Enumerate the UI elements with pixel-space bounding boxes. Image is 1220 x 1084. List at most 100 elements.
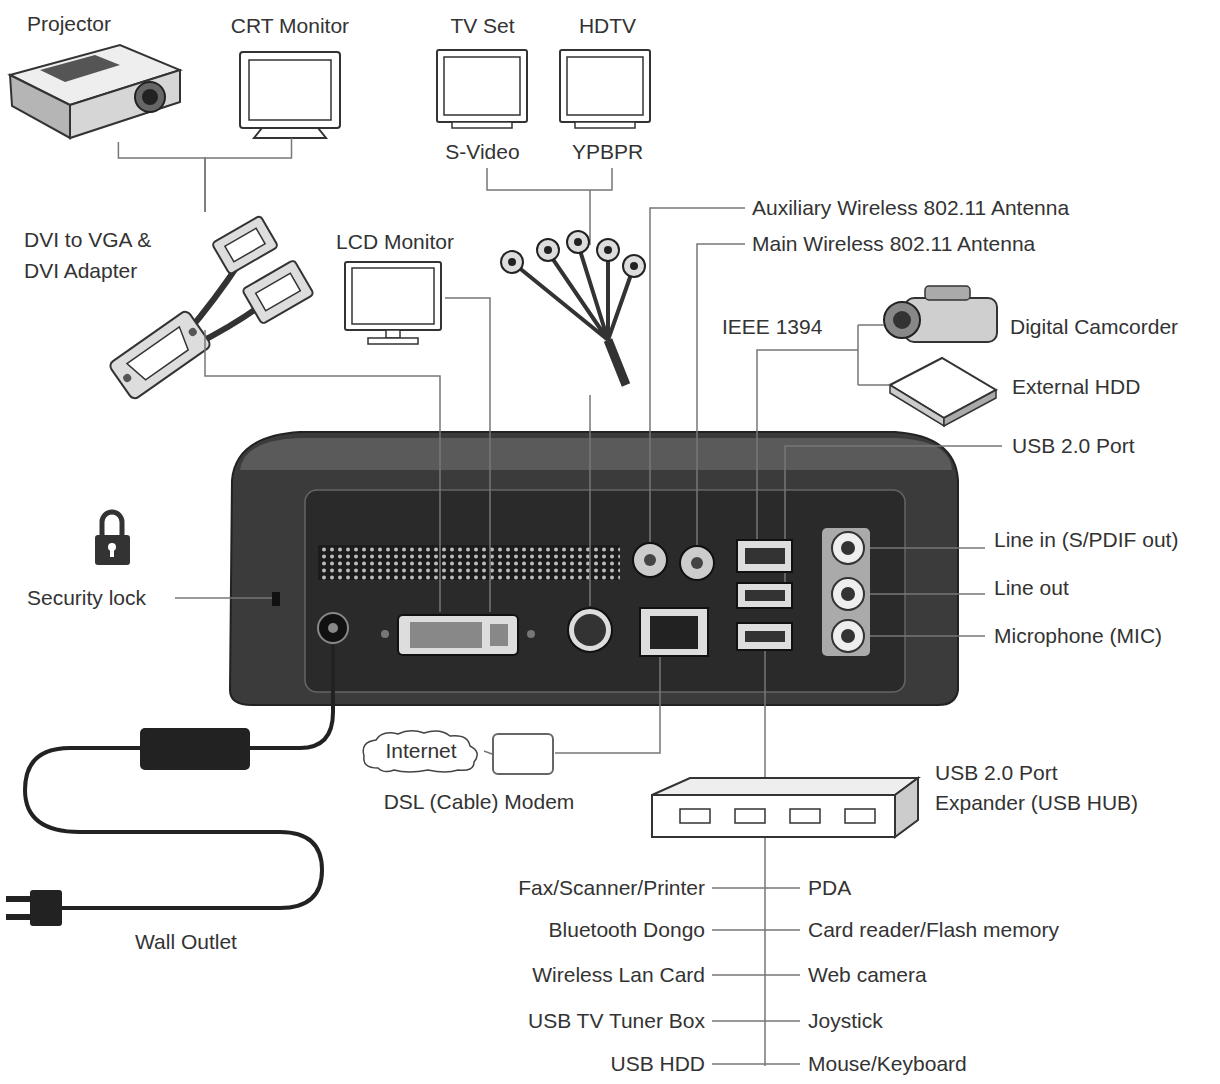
vent-grille (318, 545, 620, 580)
antenna-port (680, 546, 714, 580)
device-box: DSL (Cable) Modem (492, 733, 554, 775)
part-label: USB TV Tuner Box (405, 1009, 705, 1033)
node-label: YPBPR (555, 140, 660, 164)
vga-screw (187, 326, 198, 337)
vga-screw (122, 372, 133, 383)
cable-plug-pin (544, 246, 552, 254)
camcorder-lens (884, 302, 920, 338)
lcd-base (368, 338, 418, 344)
lock-shackle (102, 512, 122, 537)
hdd-edge (944, 390, 996, 426)
part-label: Security lock (27, 586, 177, 610)
tv-base (452, 122, 512, 128)
tv-frame (437, 50, 527, 122)
part-label: PDA (808, 876, 1108, 900)
audio-jack (832, 578, 864, 610)
lock-keyhole (110, 548, 114, 557)
audio-jack-hole (841, 629, 855, 643)
camcorder-handle (925, 286, 970, 300)
lcd-frame (345, 262, 441, 330)
hub-port (790, 809, 820, 823)
power-cable (25, 748, 322, 908)
power-adapter (140, 728, 250, 770)
crt-monitor-frame (240, 52, 340, 128)
dvi-pin-block (225, 228, 265, 262)
lcd-neck (386, 330, 400, 338)
lcd-screen (352, 268, 434, 324)
back-panel (305, 490, 905, 692)
ieee1394-port (737, 540, 792, 572)
node-label: HDTV (555, 14, 660, 38)
usb-port (737, 623, 792, 650)
hdd-edge (890, 385, 944, 426)
part-label: Bluetooth Dongo (405, 918, 705, 942)
leader-line (757, 325, 890, 540)
dvi-connector (212, 215, 278, 274)
hdtv-screen (567, 57, 643, 115)
projector-front (70, 70, 180, 138)
audio-jack (832, 532, 864, 564)
node-label: DVI to VGA & DVI Adapter (24, 224, 152, 286)
audio-jack (832, 620, 864, 652)
antenna-port (633, 543, 667, 577)
projector-side (10, 75, 70, 138)
node-label: Digital Camcorder (1010, 315, 1210, 339)
plug-prong (6, 914, 32, 920)
dvi-port (398, 615, 518, 655)
hub-port (845, 809, 875, 823)
cable-plug-pin (604, 246, 612, 254)
breakout-cable-trunk (608, 340, 626, 385)
leader-line (589, 395, 591, 606)
dvi-shell (212, 215, 278, 274)
part-label: Main Wireless 802.11 Antenna (752, 232, 1212, 256)
cable-plug (537, 239, 559, 261)
hdtv-frame (560, 50, 650, 122)
computer-lid (240, 438, 952, 470)
projector-lens-glass (142, 89, 158, 105)
connector-line (205, 138, 291, 212)
device-node: TV SetS-Video (430, 10, 535, 170)
part-label: USB HDD (405, 1052, 705, 1076)
crt-monitor-screen (249, 60, 331, 120)
antenna-port-pin (644, 554, 656, 566)
hub-port (735, 809, 765, 823)
vent-grille-holes (318, 545, 620, 580)
part-label: USB 2.0 Port (1012, 434, 1212, 458)
device-node: External HDD (885, 355, 1185, 430)
hdd-top (890, 358, 996, 418)
power-plug (30, 890, 62, 926)
usb-port-socket (745, 590, 785, 601)
ethernet-port-socket (650, 616, 698, 649)
part-label: IEEE 1394 (722, 315, 852, 339)
node-label: External HDD (1012, 375, 1182, 399)
audio-jack-hole (841, 541, 855, 555)
part-label: Line in (S/PDIF out) (994, 528, 1218, 552)
leader-line (555, 655, 660, 753)
vga-shell (108, 309, 212, 400)
node-label: USB 2.0 Port Expander (USB HUB) (935, 758, 1145, 818)
dvi-port-pins (490, 624, 508, 646)
node-label: DSL (Cable) Modem (354, 790, 604, 814)
lock-body (95, 535, 130, 565)
connector-line (118, 142, 205, 212)
power-cable (250, 645, 333, 748)
usb-port-socket (745, 631, 785, 642)
hdtv-base (575, 122, 635, 128)
leader-line (712, 650, 800, 1066)
part-label: Web camera (808, 963, 1108, 987)
leader-line (697, 244, 745, 545)
cable-plug-pin (574, 238, 582, 246)
plug-prong (6, 896, 32, 902)
device-node: CRT Monitor (215, 10, 365, 138)
part-label: Mouse/Keyboard (808, 1052, 1108, 1076)
vga-connector (108, 309, 212, 400)
leader-line (175, 597, 272, 599)
leader-line (785, 446, 1002, 585)
cable-plug-pin (508, 258, 516, 266)
part-label: Wireless Lan Card (405, 963, 705, 987)
lock-slot (272, 592, 280, 606)
device-node: Projector (5, 10, 185, 142)
cable-plug (567, 231, 589, 253)
power-jack (318, 613, 348, 643)
